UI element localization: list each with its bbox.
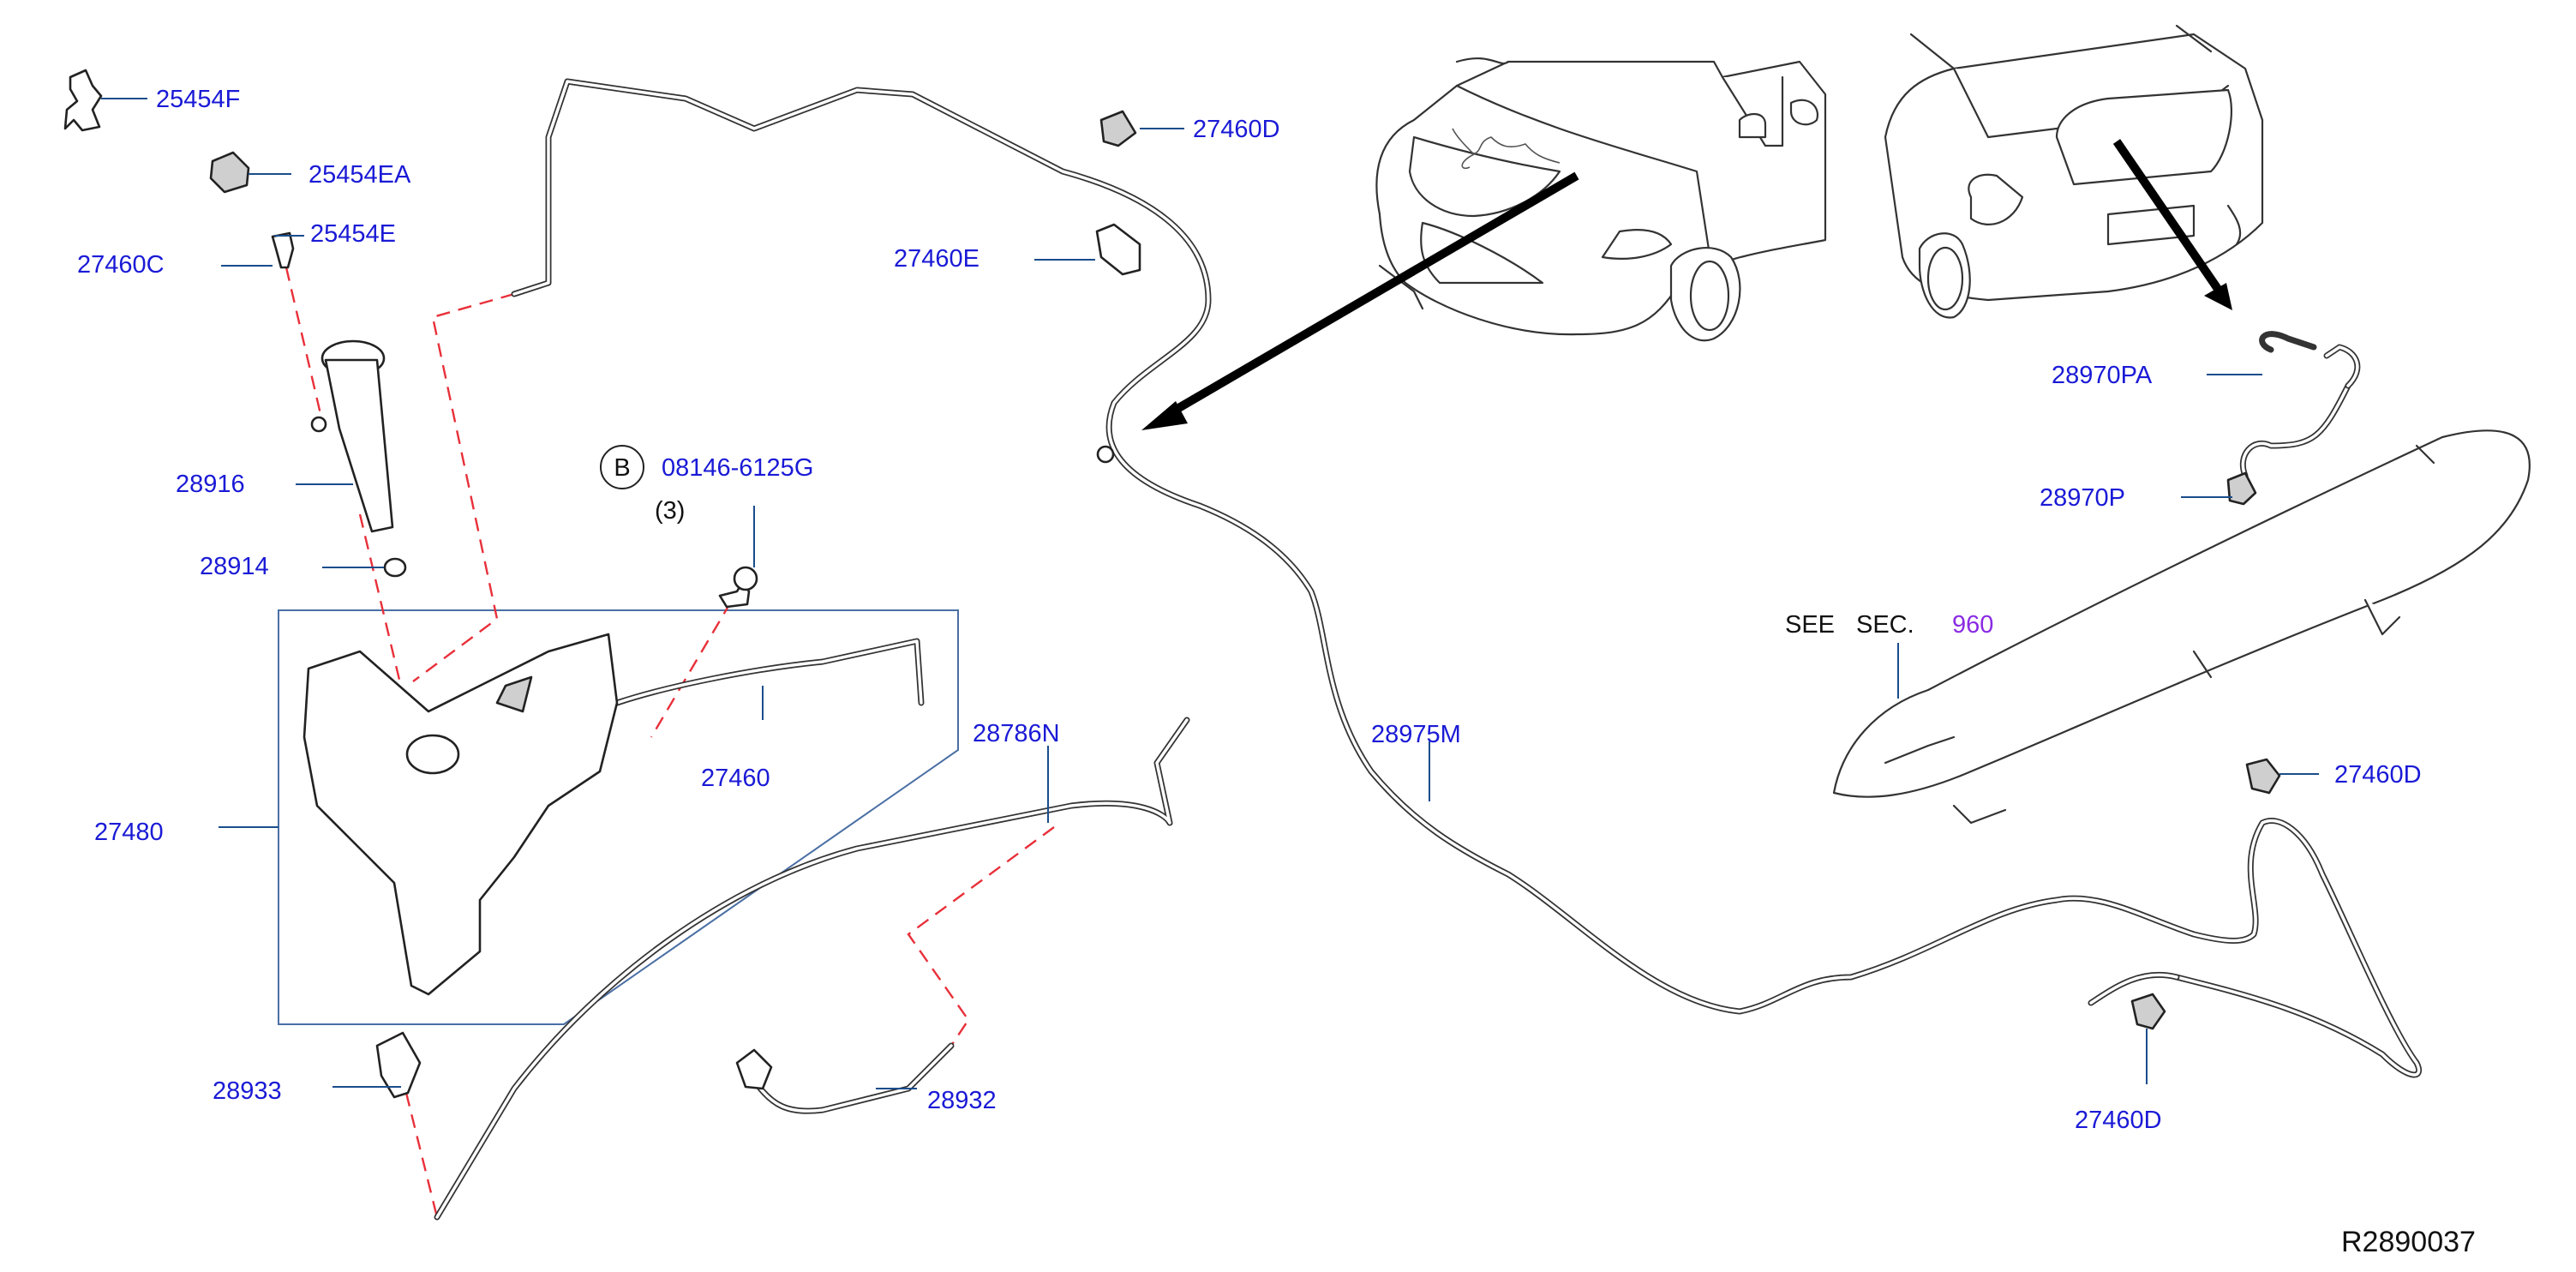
part-27480	[303, 633, 619, 996]
label-see: SEE	[1785, 611, 1835, 639]
grommet-08146	[733, 566, 758, 591]
front-car-illustration	[1375, 57, 1827, 342]
label-25454E: 25454E	[310, 220, 396, 248]
part-28932	[735, 1048, 773, 1090]
label-28916: 28916	[176, 471, 245, 498]
rear-spoiler	[1832, 429, 2531, 825]
label-27460E: 27460E	[894, 245, 979, 273]
part-25454EA	[209, 151, 250, 194]
label-sec: SEC.	[1856, 611, 1914, 639]
label-27480: 27480	[94, 819, 164, 846]
part-27460E	[1095, 223, 1141, 276]
part-25454E	[271, 231, 295, 269]
label-25454F: 25454F	[156, 86, 240, 113]
part-27460D-bottom	[2130, 993, 2166, 1030]
label-27460: 27460	[701, 765, 770, 792]
part-27460D-right	[2245, 758, 2281, 795]
label-08146-6125G: 08146-6125G	[662, 454, 813, 482]
label-27460C: 27460C	[77, 251, 165, 279]
label-25454EA: 25454EA	[309, 161, 411, 189]
part-25454F	[63, 69, 103, 132]
label-28970P: 28970P	[2040, 484, 2125, 512]
part-28916	[310, 339, 394, 533]
part-labels: 25454F 25454EA 25454E 27460C 28916 28914…	[77, 86, 2476, 1258]
callout-b: B	[600, 445, 644, 489]
label-28786N: 28786N	[973, 720, 1060, 747]
label-27460D-right: 27460D	[2334, 761, 2422, 789]
label-28975M: 28975M	[1371, 721, 1461, 748]
label-28932: 28932	[927, 1087, 997, 1114]
label-28933: 28933	[213, 1077, 282, 1105]
leader-lines	[101, 98, 2319, 1089]
part-27460D-top	[1099, 110, 1137, 147]
part-28933	[375, 1031, 422, 1099]
hose-clip-marker	[1096, 445, 1115, 464]
part-28914	[383, 557, 407, 578]
callout-b-letter: B	[614, 454, 630, 482]
label-28970PA: 28970PA	[2052, 362, 2153, 389]
label-28914: 28914	[200, 553, 269, 580]
label-27460D-bottom: 27460D	[2075, 1107, 2162, 1134]
reference-code: R2890037	[2341, 1226, 2476, 1258]
view-arrows	[1141, 139, 2232, 430]
part-28970P	[2226, 471, 2257, 506]
hoses	[434, 78, 2423, 1221]
label-quantity: (3)	[655, 497, 685, 525]
label-27460D-top: 27460D	[1193, 116, 1280, 143]
label-sec-number: 960	[1952, 611, 1993, 639]
